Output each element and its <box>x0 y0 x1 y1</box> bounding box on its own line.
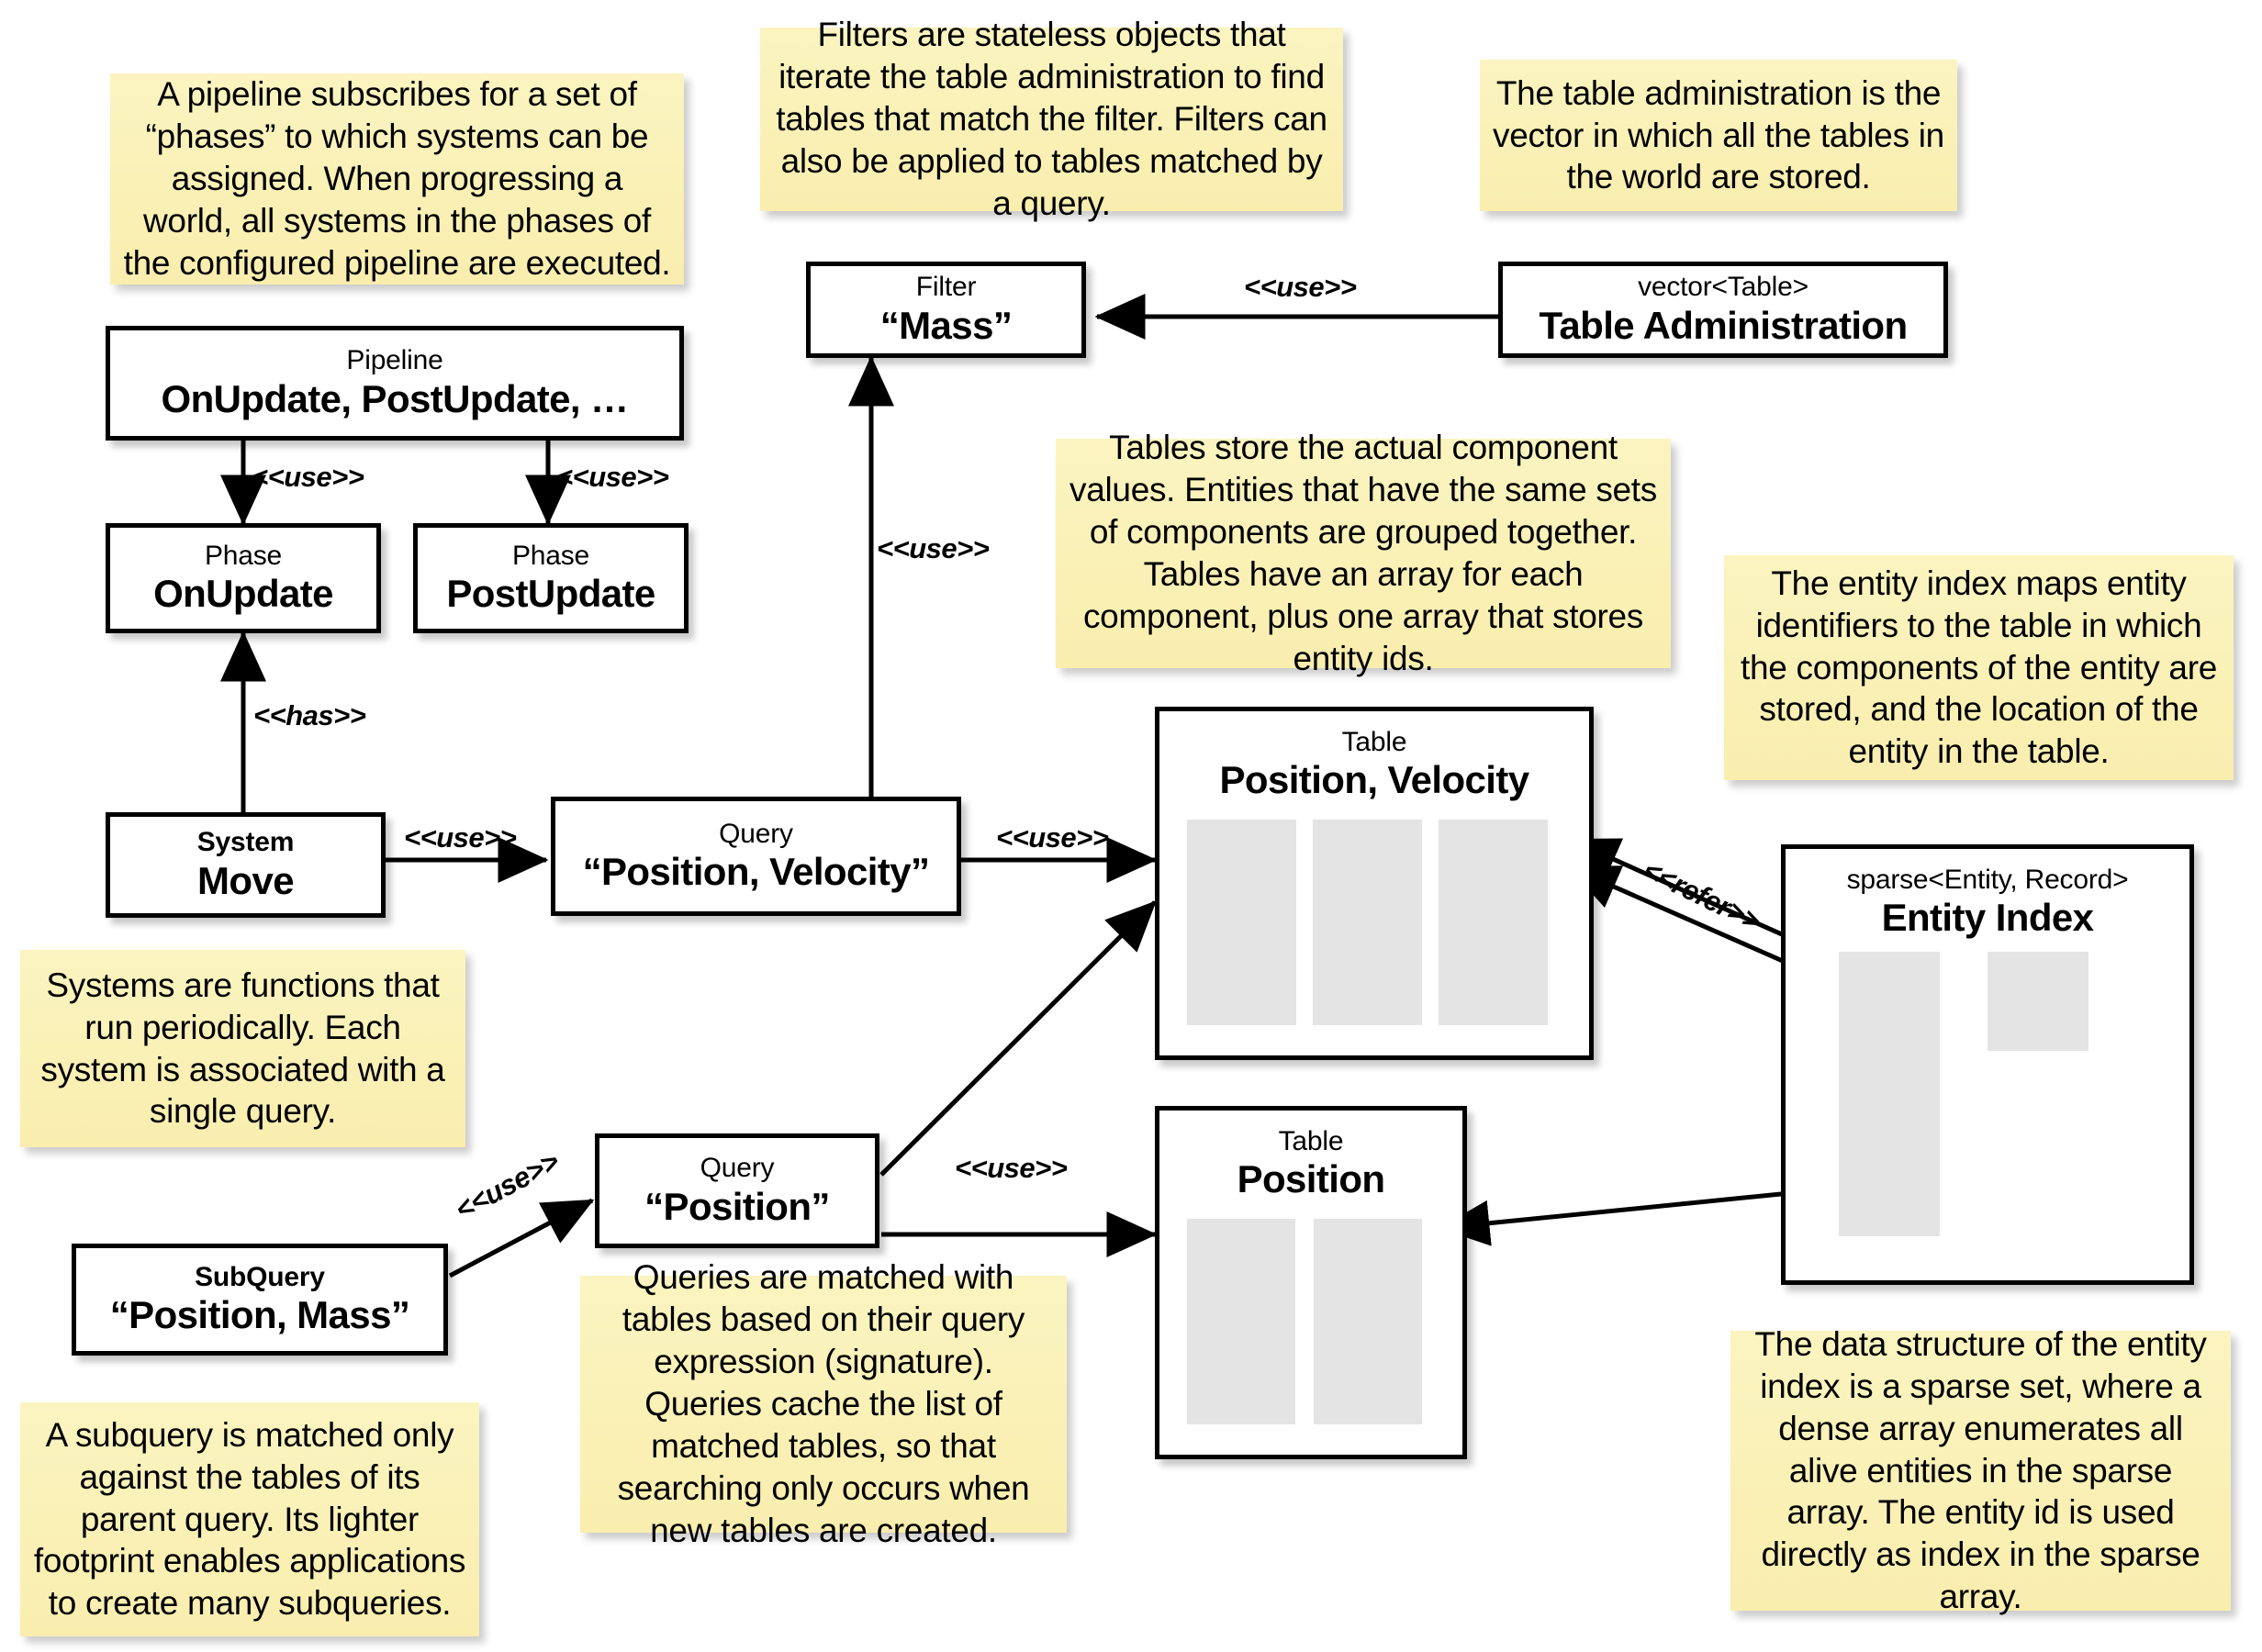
note-systems: Systems are functions that run periodica… <box>20 950 465 1147</box>
edge-label-pipeline-onupdate: <<use>> <box>252 461 364 493</box>
node-table-position-velocity[interactable]: Table Position, Velocity <box>1155 707 1594 1060</box>
note-table-administration: The table administration is the vector i… <box>1480 60 1957 211</box>
node-table-position-name: Position <box>1237 1157 1385 1201</box>
node-table-position-velocity-name: Position, Velocity <box>1219 758 1530 802</box>
table-column-position <box>1187 1219 1295 1424</box>
node-entity-index[interactable]: sparse<Entity, Record> Entity Index <box>1781 844 2194 1285</box>
note-tables: Tables store the actual component values… <box>1056 429 1671 677</box>
node-table-position[interactable]: Table Position <box>1155 1106 1467 1459</box>
edge-queryp-tablepv <box>879 900 1157 1177</box>
node-query-position-stereotype: Query <box>700 1153 775 1184</box>
entity-index-arrays <box>1839 952 1940 1236</box>
node-filter-mass[interactable]: Filter “Mass” <box>806 262 1086 358</box>
edge-label-system-phase: <<has>> <box>253 699 366 731</box>
node-phase-postupdate[interactable]: Phase PostUpdate <box>413 523 689 633</box>
dense-array-column <box>1988 952 2088 1051</box>
edge-label-subquery-query: <<use>> <box>450 1144 565 1226</box>
table-column-entity-ids <box>1439 820 1548 1025</box>
node-table-administration-name: Table Administration <box>1539 303 1908 347</box>
note-filter: Filters are stateless objects that itera… <box>760 16 1343 222</box>
edge-label-query-table: <<use>> <box>996 821 1109 854</box>
node-query-position[interactable]: Query “Position” <box>595 1133 879 1248</box>
node-pipeline-stereotype: Pipeline <box>346 345 443 376</box>
node-query-position-velocity[interactable]: Query “Position, Velocity” <box>551 797 961 916</box>
node-system-move[interactable]: System Move <box>106 812 386 918</box>
node-subquery-position-mass-name: “Position, Mass” <box>109 1293 410 1337</box>
node-phase-postupdate-stereotype: Phase <box>511 540 590 571</box>
node-pipeline[interactable]: Pipeline OnUpdate, PostUpdate, … <box>106 326 684 441</box>
node-table-position-stereotype: Table <box>1278 1126 1344 1156</box>
node-table-position-velocity-stereotype: Table <box>1341 727 1407 757</box>
edge-label-index-table: <<refer>> <box>1638 854 1766 938</box>
edge-label-query-filter: <<use>> <box>877 532 990 564</box>
table-column-velocity <box>1313 820 1422 1025</box>
node-phase-onupdate[interactable]: Phase OnUpdate <box>106 523 381 633</box>
edge-label-system-query: <<use>> <box>404 821 517 854</box>
note-sparse-set: The data structure of the entity index i… <box>1730 1325 2231 1615</box>
node-pipeline-name: OnUpdate, PostUpdate, … <box>161 376 630 420</box>
node-system-move-stereotype: System <box>196 827 295 858</box>
node-query-position-velocity-name: “Position, Velocity” <box>582 850 930 894</box>
node-subquery-position-mass-stereotype: SubQuery <box>195 1261 325 1292</box>
note-pipeline: A pipeline subscribes for a set of “phas… <box>110 73 684 285</box>
table-column-position <box>1187 820 1296 1025</box>
node-entity-index-name: Entity Index <box>1881 896 2094 940</box>
node-phase-onupdate-name: OnUpdate <box>153 572 333 616</box>
node-query-position-name: “Position” <box>644 1184 830 1228</box>
node-filter-mass-name: “Mass” <box>879 303 1013 347</box>
node-system-move-name: Move <box>197 858 295 902</box>
edge-index-tablep <box>1439 1186 1837 1246</box>
node-table-administration-stereotype: vector<Table> <box>1638 272 1808 303</box>
entity-index-dense-array <box>1988 952 2088 1051</box>
edge-label-pipeline-postupdate: <<use>> <box>556 461 669 493</box>
node-phase-postupdate-name: PostUpdate <box>446 572 655 616</box>
node-query-position-velocity-stereotype: Query <box>719 818 793 849</box>
table-position-columns <box>1187 1219 1422 1424</box>
node-entity-index-stereotype: sparse<Entity, Record> <box>1846 865 2129 895</box>
edge-label-admin-filter: <<use>> <box>1244 271 1357 303</box>
node-phase-onupdate-stereotype: Phase <box>204 540 283 571</box>
node-filter-mass-stereotype: Filter <box>915 272 977 303</box>
edge-label-queryp-table: <<use>> <box>955 1152 1068 1184</box>
note-entity-index: The entity index maps entity identifiers… <box>1724 555 2234 780</box>
node-table-administration[interactable]: vector<Table> Table Administration <box>1498 262 1948 358</box>
table-column-entity-ids <box>1314 1219 1422 1424</box>
table-position-velocity-columns <box>1187 820 1548 1025</box>
sparse-array-column <box>1839 952 1940 1236</box>
note-queries: Queries are matched with tables based on… <box>580 1258 1067 1549</box>
node-subquery-position-mass[interactable]: SubQuery “Position, Mass” <box>72 1244 448 1356</box>
note-subquery: A subquery is matched only against the t… <box>20 1402 479 1636</box>
